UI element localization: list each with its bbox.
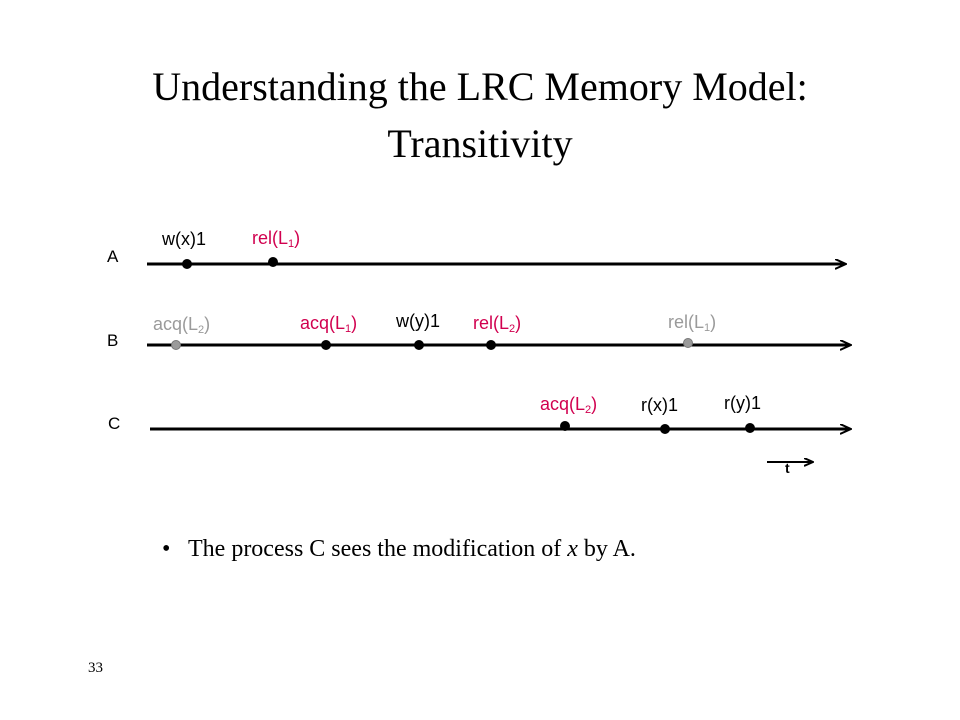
process-label-b: B bbox=[107, 331, 119, 350]
event-label-c-acq-l2: acq(L2) bbox=[540, 394, 598, 416]
event-dot-a-rel-l1 bbox=[268, 257, 278, 267]
event-dot-b-wy bbox=[414, 340, 424, 350]
event-dot-c-ry bbox=[745, 423, 755, 433]
event-dot-a-wx bbox=[182, 259, 192, 269]
event-dot-b-acq-l2 bbox=[171, 340, 181, 350]
event-dot-c-rx bbox=[660, 424, 670, 434]
event-label-a-rel-l1: rel(L1) bbox=[252, 228, 301, 250]
event-dot-b-rel-l2 bbox=[486, 340, 496, 350]
bullet-point: •The process C sees the modification of … bbox=[162, 536, 636, 562]
event-label-a-wx: w(x)1 bbox=[162, 229, 206, 249]
event-label-c-ry: r(y)1 bbox=[724, 393, 761, 413]
event-label-b-rel-l2: rel(L2) bbox=[473, 313, 522, 335]
event-label-b-rel-l1: rel(L1) bbox=[668, 312, 717, 334]
event-label-b-acq-l1: acq(L1) bbox=[300, 313, 358, 335]
event-label-b-wy: w(y)1 bbox=[396, 311, 440, 331]
bullet-dot-icon: • bbox=[162, 536, 171, 562]
time-axis-label: t bbox=[785, 460, 790, 476]
slide-title-line-2: Transitivity bbox=[387, 121, 573, 166]
process-label-c: C bbox=[108, 414, 121, 433]
event-label-c-rx: r(x)1 bbox=[641, 395, 678, 415]
slide-number: 33 bbox=[88, 660, 103, 676]
event-dot-b-acq-l1 bbox=[321, 340, 331, 350]
slide-title-line-1: Understanding the LRC Memory Model: bbox=[152, 64, 808, 109]
event-dot-b-rel-l1 bbox=[683, 338, 693, 348]
event-label-b-acq-l2: acq(L2) bbox=[153, 314, 211, 336]
process-label-a: A bbox=[107, 247, 119, 266]
event-dot-c-acq-l2 bbox=[560, 421, 570, 431]
